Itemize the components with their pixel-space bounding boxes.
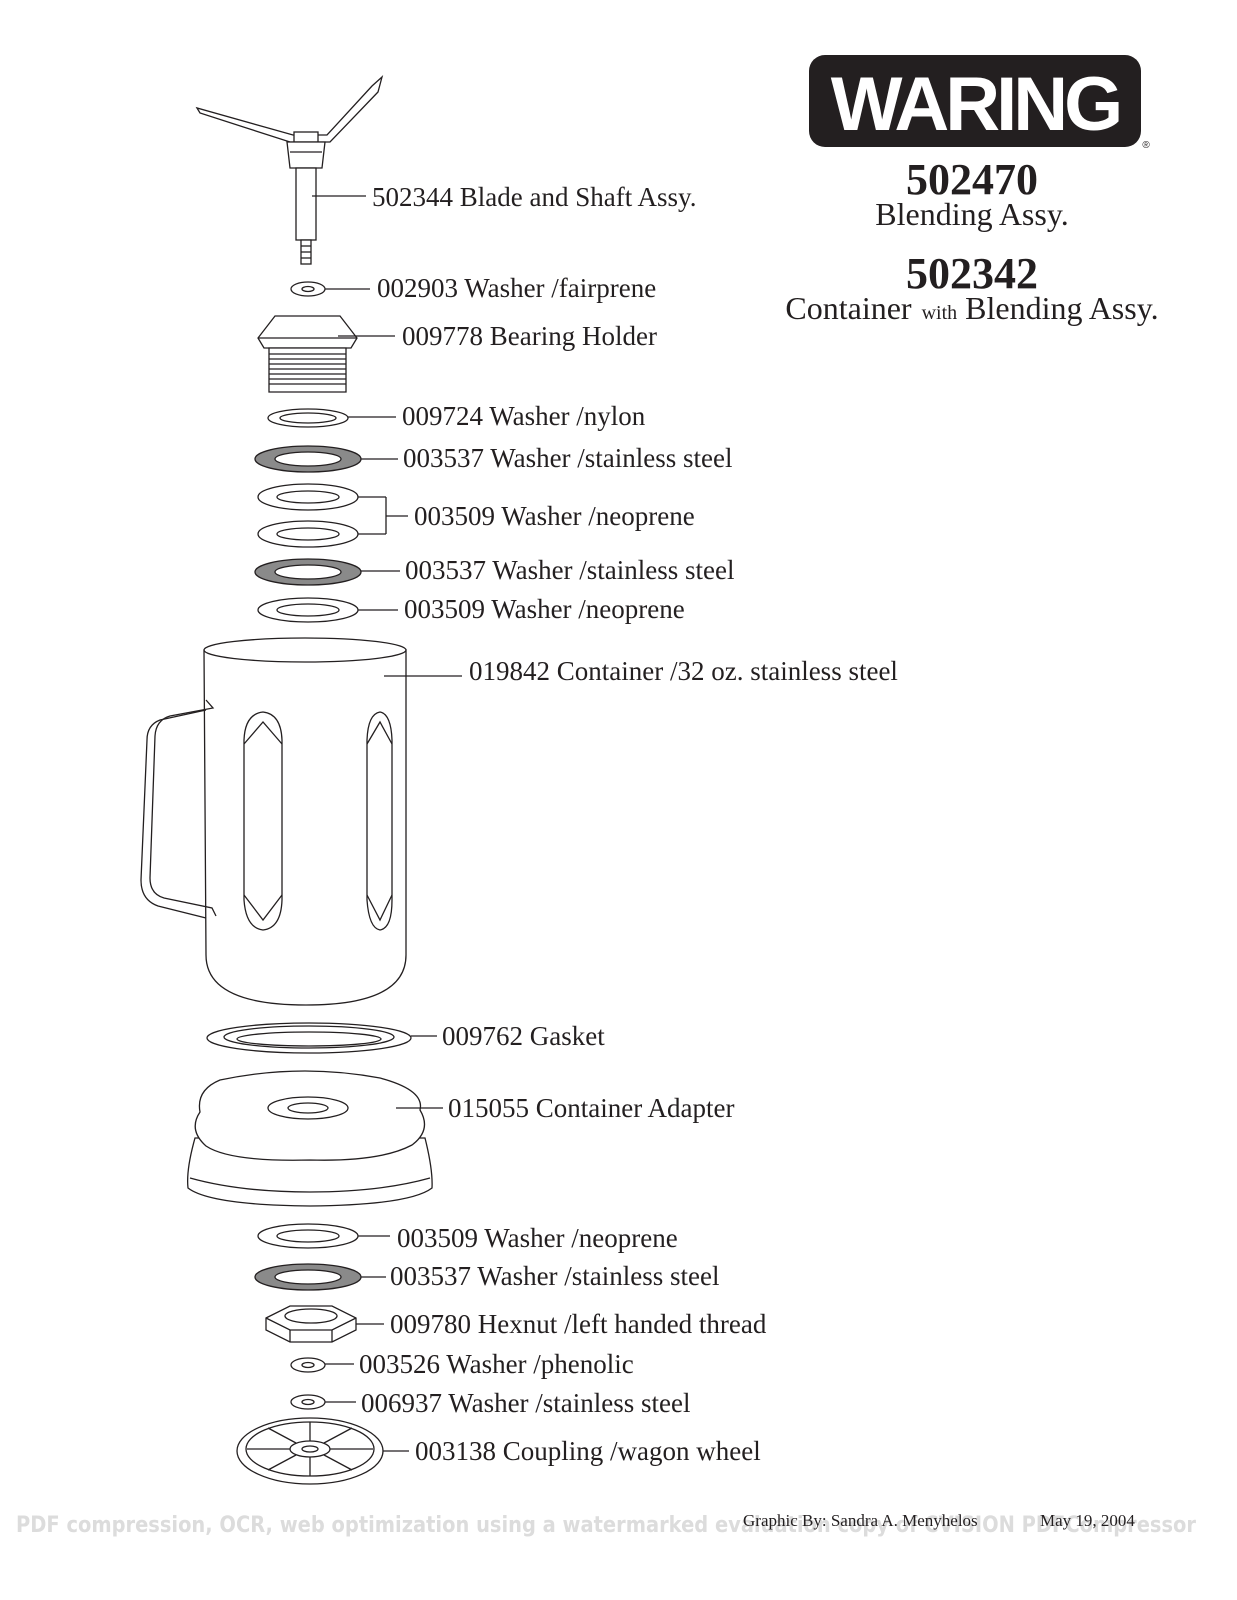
part-label: 003509 Washer /neoprene xyxy=(414,501,695,531)
model-1-number: 502470 xyxy=(906,155,1038,204)
washer-steel-upper-drawing xyxy=(254,445,362,473)
part-label: 019842 Container /32 oz. stainless steel xyxy=(469,656,898,686)
model-2-name-part1: Container xyxy=(785,290,912,326)
bearing-holder-drawing xyxy=(257,315,358,393)
hexnut-drawing xyxy=(265,1305,357,1343)
gasket-drawing xyxy=(206,1022,412,1054)
part-label: 002903 Washer /fairprene xyxy=(377,273,656,303)
washer-steel-small-drawing xyxy=(290,1394,326,1410)
container-adapter-drawing xyxy=(187,1070,433,1207)
logo-background xyxy=(809,55,1141,147)
model-2-name-with: with xyxy=(922,302,958,324)
coupling-drawing xyxy=(236,1417,384,1485)
washer-neoprene-lower-drawing xyxy=(257,1223,359,1249)
part-label: 006937 Washer /stainless steel xyxy=(361,1388,691,1418)
footer: PDF compression, OCR, web optimization u… xyxy=(16,1511,1196,1538)
model-2-name: Container with Blending Assy. xyxy=(785,290,1158,326)
registered-mark: ® xyxy=(1142,140,1150,151)
washer-fairprene-drawing xyxy=(290,281,326,297)
part-label: 003526 Washer /phenolic xyxy=(359,1349,634,1379)
washer-phenolic-drawing xyxy=(290,1357,326,1373)
part-label: 009762 Gasket xyxy=(442,1021,605,1051)
blade-shaft-drawing xyxy=(195,75,384,265)
part-label: 003138 Coupling /wagon wheel xyxy=(415,1436,761,1466)
waring-logo: WARING ® xyxy=(809,55,1150,151)
part-label: 009778 Bearing Holder xyxy=(402,321,657,351)
graphic-credit: Graphic By: Sandra A. Menyhelos xyxy=(743,1511,978,1530)
washer-steel-lower-drawing xyxy=(254,1263,362,1291)
part-labels: 502344 Blade and Shaft Assy. 002903 Wash… xyxy=(359,182,898,1466)
part-label: 009724 Washer /nylon xyxy=(402,401,646,431)
graphic-date: May 19, 2004 xyxy=(1040,1511,1135,1530)
part-label: 003537 Washer /stainless steel xyxy=(403,443,733,473)
part-label: 003509 Washer /neoprene xyxy=(404,594,685,624)
washer-steel-middle-drawing xyxy=(254,558,362,586)
leader-lines xyxy=(312,195,462,1452)
part-label: 009780 Hexnut /left handed thread xyxy=(390,1309,767,1339)
washer-nylon-drawing xyxy=(267,408,349,428)
watermark: PDF compression, OCR, web optimization u… xyxy=(16,1513,1196,1538)
model-1-name: Blending Assy. xyxy=(875,196,1069,232)
part-label: 502344 Blade and Shaft Assy. xyxy=(372,182,696,212)
part-label: 003537 Washer /stainless steel xyxy=(405,555,735,585)
container-drawing xyxy=(140,637,407,1006)
washer-neoprene-pair-drawing xyxy=(257,483,359,548)
washer-neoprene-single-drawing xyxy=(257,597,359,623)
part-label: 015055 Container Adapter xyxy=(448,1093,734,1123)
model-2-name-part2: Blending Assy. xyxy=(965,290,1159,326)
model-2-number: 502342 xyxy=(906,249,1038,298)
model-header: 502470 Blending Assy. 502342 Container w… xyxy=(785,155,1158,326)
part-label: 003537 Washer /stainless steel xyxy=(390,1261,720,1291)
part-label: 003509 Washer /neoprene xyxy=(397,1223,678,1253)
logo-text: WARING xyxy=(831,62,1119,147)
